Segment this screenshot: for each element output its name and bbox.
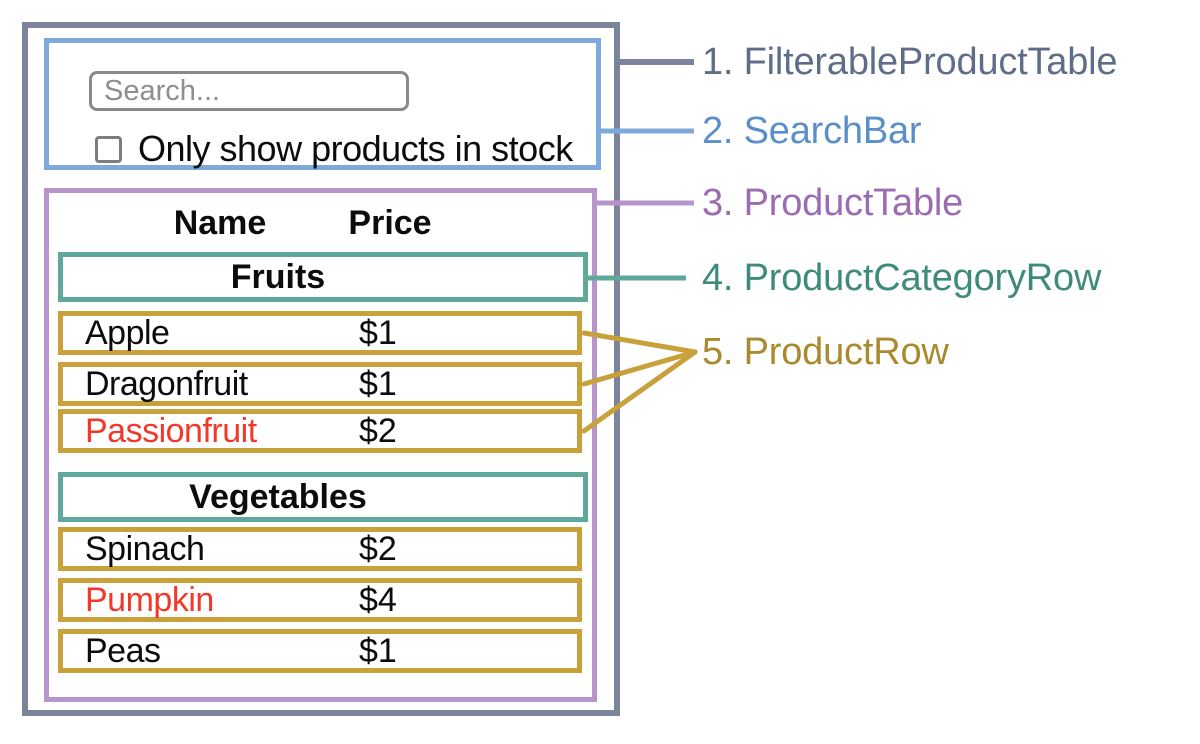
in-stock-filter: Only show products in stock xyxy=(95,127,573,171)
category-row-fruits: Fruits xyxy=(58,252,588,302)
product-name: Pumpkin xyxy=(85,580,214,619)
column-header-name: Name xyxy=(173,204,267,242)
product-price: $1 xyxy=(359,631,397,670)
product-row-spinach: Spinach $2 xyxy=(58,527,582,571)
product-price: $2 xyxy=(359,529,397,568)
in-stock-checkbox[interactable] xyxy=(95,135,122,163)
category-label: Fruits xyxy=(230,257,326,296)
product-price: $4 xyxy=(359,580,397,619)
in-stock-checkbox-label: Only show products in stock xyxy=(138,128,573,169)
legend-label-filterable-product-table: 1. FilterableProductTable xyxy=(702,41,1118,83)
legend-label-product-table: 3. ProductTable xyxy=(702,182,964,224)
search-input[interactable] xyxy=(89,71,409,111)
product-price: $1 xyxy=(359,313,397,352)
legend-label-product-row: 5. ProductRow xyxy=(702,331,949,373)
legend-label-product-category-row: 4. ProductCategoryRow xyxy=(702,257,1102,299)
product-row-peas: Peas $1 xyxy=(58,629,582,673)
product-price: $2 xyxy=(359,411,397,450)
product-row-dragonfruit: Dragonfruit $1 xyxy=(58,362,582,406)
product-name: Dragonfruit xyxy=(85,364,248,403)
product-name: Spinach xyxy=(85,529,205,568)
column-header-price: Price xyxy=(348,204,432,242)
category-row-vegetables: Vegetables xyxy=(58,472,588,522)
category-label: Vegetables xyxy=(189,477,367,516)
product-row-apple: Apple $1 xyxy=(58,311,582,355)
filterable-product-table-box: Only show products in stock Name Price F… xyxy=(22,22,620,716)
search-bar-box: Only show products in stock xyxy=(44,38,601,170)
product-name: Apple xyxy=(85,313,170,352)
product-table-box: Name Price Fruits Apple $1 Dragonfruit $… xyxy=(44,188,597,702)
legend-label-search-bar: 2. SearchBar xyxy=(702,110,922,152)
product-name: Peas xyxy=(85,631,161,670)
product-row-pumpkin: Pumpkin $4 xyxy=(58,578,582,622)
product-row-passionfruit: Passionfruit $2 xyxy=(58,409,582,453)
product-name: Passionfruit xyxy=(85,411,257,450)
product-price: $1 xyxy=(359,364,397,403)
